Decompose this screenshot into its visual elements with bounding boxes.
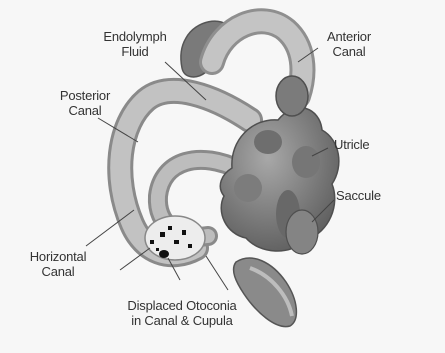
label-utricle: Utricle [334, 137, 394, 152]
cupula-ampulla [145, 216, 205, 260]
label-displaced-otoconia: Displaced Otoconia in Canal & Cupula [102, 298, 262, 328]
saccule-shape [286, 210, 318, 254]
label-anterior-canal: Anterior Canal [314, 29, 384, 59]
label-saccule: Saccule [336, 188, 406, 203]
label-endolymph-fluid: Endolymph Fluid [93, 29, 177, 59]
label-posterior-canal: Posterior Canal [50, 88, 120, 118]
label-horizontal-canal: Horizontal Canal [20, 249, 96, 279]
